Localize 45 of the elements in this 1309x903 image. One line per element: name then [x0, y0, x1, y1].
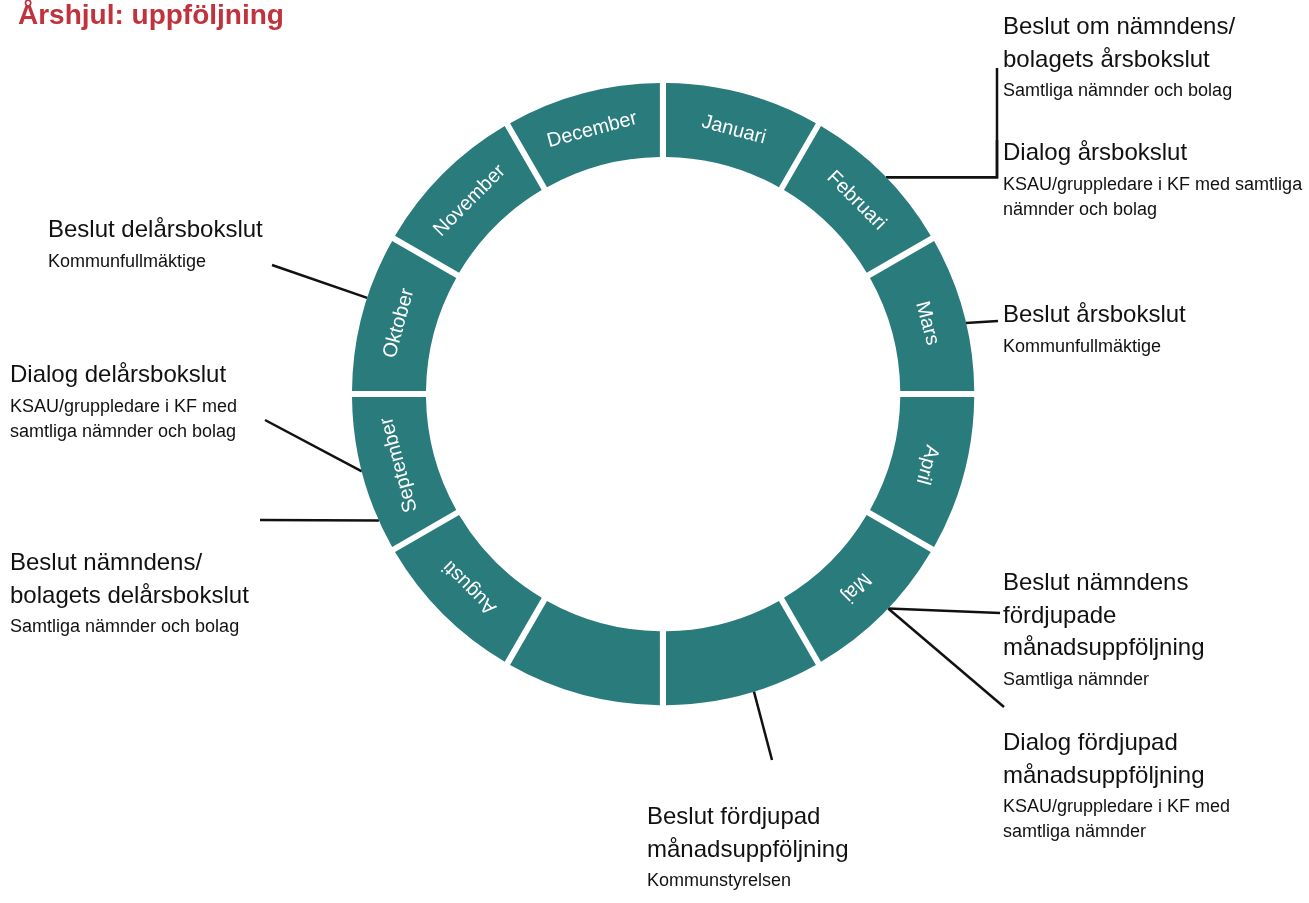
event-title: Beslut nämndens fördjupade månadsuppföljning: [1003, 567, 1206, 663]
leader-line: [887, 607, 1005, 708]
event-participants: Samtliga nämnder och bolag: [1003, 79, 1234, 103]
leader-line: [264, 418, 363, 473]
month-segment: [666, 83, 816, 188]
month-segment: [869, 241, 974, 391]
event-participants: KSAU/gruppledare i KF med samtliga nämnder och bolag: [1003, 172, 1303, 221]
month-label: April: [911, 442, 944, 488]
event-title: Dialog årsbokslut: [1003, 137, 1189, 167]
leader-line: [260, 518, 379, 522]
event-participants: Samtliga nämnder och bolag: [10, 615, 241, 639]
leader-line: [965, 319, 999, 325]
month-label: Januari: [699, 109, 769, 149]
event-title: Dialog delårsbokslut: [10, 359, 228, 389]
event-title: Beslut fördjupad månadsuppföljning: [647, 801, 850, 864]
month-segment: [666, 600, 816, 705]
event-participants: Kommunfullmäktige: [1003, 334, 1163, 358]
event-title: Beslut delårsbokslut: [48, 214, 264, 244]
diagram-title: Årshjul: uppföljning: [18, 0, 284, 31]
event-participants: Kommunstyrelsen: [647, 869, 793, 893]
month-segment: [869, 397, 974, 547]
leader-line: [888, 607, 1001, 615]
event-participants: KSAU/gruppledare i KF med samtliga nämnder och bolag: [10, 394, 239, 443]
event-title: Beslut om nämndens/ bolagets årsbokslut: [1003, 11, 1237, 74]
month-label: Maj: [837, 568, 877, 608]
month-segment: [510, 83, 660, 188]
leader-line: [886, 140, 999, 179]
event-participants: Kommunfullmäktige: [48, 249, 208, 273]
month-segment: [784, 126, 931, 273]
month-label: Mars: [910, 298, 945, 348]
month-segment: [352, 397, 457, 547]
month-segment: [510, 600, 660, 705]
month-segment: [395, 515, 542, 662]
month-label: December: [544, 106, 640, 153]
month-segment: [352, 241, 457, 391]
month-segment: [395, 126, 542, 273]
event-participants: KSAU/gruppledare i KF med samtliga nämnder: [1003, 795, 1232, 844]
leader-line: [271, 263, 368, 300]
event-title: Dialog fördjupad månadsuppföljning: [1003, 727, 1206, 790]
month-label: Oktober: [378, 285, 419, 361]
month-segment: [784, 515, 931, 662]
event-participants: Samtliga nämnder: [1003, 667, 1151, 691]
event-title: Beslut årsbokslut: [1003, 299, 1187, 329]
event-title: Beslut nämndens/ bolagets delårsbokslut: [10, 547, 250, 610]
leader-line: [752, 691, 774, 761]
